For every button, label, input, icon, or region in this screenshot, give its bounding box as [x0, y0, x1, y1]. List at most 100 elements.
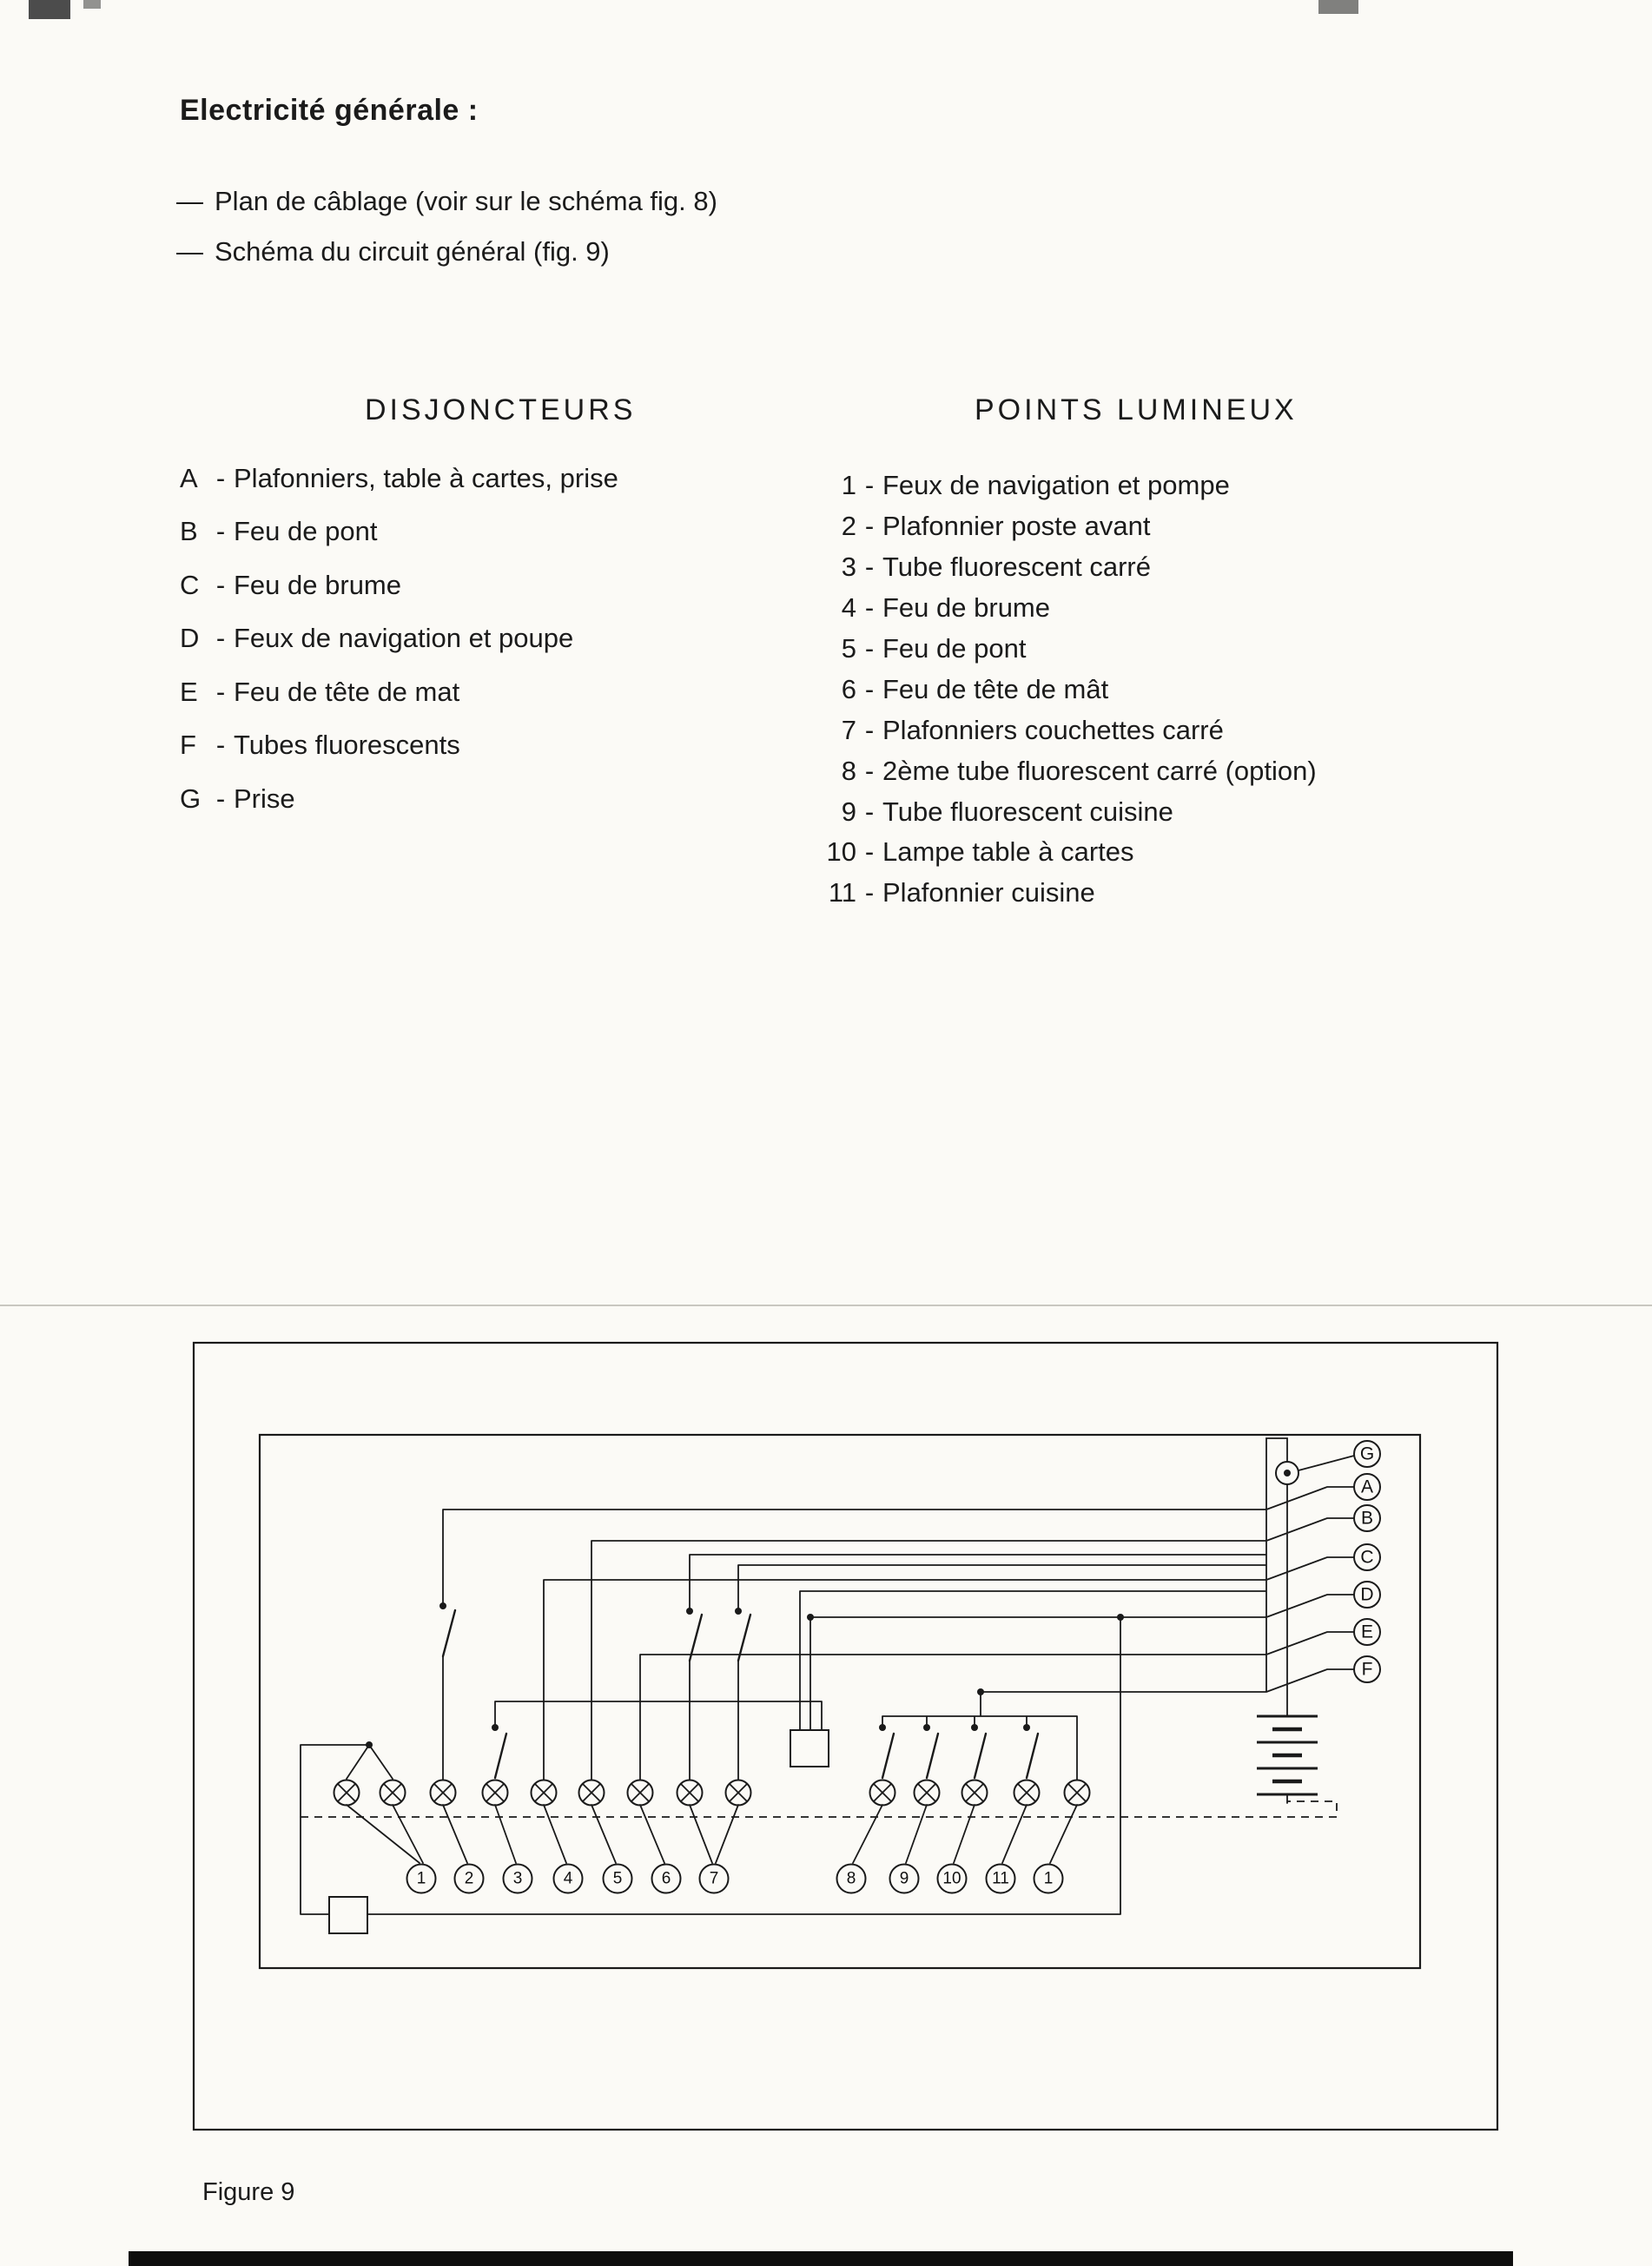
separator: - — [215, 462, 226, 493]
light-number-label: 10 — [936, 1863, 968, 1894]
light-point-key: 9 — [841, 796, 856, 827]
svg-text:C: C — [1360, 1548, 1373, 1568]
breaker-item: D-Feux de navigation et poupe — [180, 612, 805, 666]
separator: - — [864, 714, 875, 745]
lamp-icon — [530, 1779, 558, 1807]
meter-icon — [1275, 1461, 1299, 1485]
svg-text:D: D — [1360, 1585, 1373, 1605]
light-point-text: Plafonnier poste avant — [882, 511, 1151, 542]
light-number-label: 8 — [836, 1863, 867, 1894]
light-point-key: 1 — [841, 470, 856, 501]
light-point-key: 7 — [841, 714, 856, 745]
lamp-icon — [676, 1779, 704, 1807]
separator: - — [864, 511, 875, 542]
light-number-label: 4 — [552, 1863, 584, 1894]
svg-text:B: B — [1361, 1509, 1373, 1529]
breaker-label: C — [1353, 1543, 1381, 1571]
outer-frame — [192, 1341, 1499, 2131]
figure-caption: Figure 9 — [202, 2178, 295, 2206]
lamp-icon — [578, 1779, 605, 1807]
lamp-icon — [961, 1779, 988, 1807]
light-point-key: 2 — [841, 511, 856, 542]
bullet-item: — Schéma du circuit général (fig. 9) — [176, 236, 610, 268]
breaker-key: A — [180, 462, 198, 493]
separator: - — [864, 470, 875, 501]
lamp-icon — [333, 1779, 360, 1807]
light-point-item: 10-Lampe table à cartes — [815, 832, 1510, 873]
light-number-label: 11 — [985, 1863, 1016, 1894]
breaker-label-text: Prise — [234, 783, 295, 814]
separator: - — [215, 783, 226, 814]
breaker-label-text: Plafonniers, table à cartes, prise — [234, 462, 618, 493]
light-point-text: Feu de brume — [882, 592, 1050, 624]
bullet-dash: — — [176, 186, 203, 216]
junction-box — [790, 1729, 829, 1767]
separator: - — [215, 569, 226, 600]
bullet-text: Plan de câblage (voir sur le schéma fig.… — [215, 186, 717, 216]
light-point-text: Feux de navigation et pompe — [882, 470, 1230, 501]
breaker-key: F — [180, 730, 196, 761]
light-point-item: 5-Feu de pont — [815, 629, 1510, 670]
separator: - — [215, 730, 226, 761]
points-lumineux-heading: POINTS LUMINEUX — [975, 393, 1298, 426]
light-number-labels: 1 2 3 4 5 6 7 8 9 10 11 1 — [406, 1863, 1064, 1894]
breaker-label-text: Feux de navigation et poupe — [234, 623, 574, 654]
separator: - — [864, 755, 875, 786]
svg-text:8: 8 — [847, 1870, 856, 1888]
light-point-text: Feu de pont — [882, 633, 1027, 664]
breaker-label: B — [1353, 1504, 1381, 1532]
svg-text:6: 6 — [662, 1870, 671, 1888]
bullet-item: — Plan de câblage (voir sur le schéma fi… — [176, 186, 717, 217]
lamp-icon — [913, 1779, 941, 1807]
disjoncteurs-heading: DISJONCTEURS — [365, 393, 637, 426]
svg-text:7: 7 — [710, 1870, 719, 1888]
breaker-item: G-Prise — [180, 772, 805, 826]
lamp-icon — [379, 1779, 406, 1807]
light-point-text: 2ème tube fluorescent carré (option) — [882, 755, 1317, 786]
light-point-key: 8 — [841, 755, 856, 786]
lamp-icon — [869, 1779, 896, 1807]
scan-fold-line — [0, 1305, 1652, 1306]
breaker-item: E-Feu de tête de mat — [180, 665, 805, 719]
lamp-icon — [724, 1779, 752, 1807]
light-point-item: 7-Plafonniers couchettes carré — [815, 710, 1510, 750]
breaker-item: F-Tubes fluorescents — [180, 719, 805, 773]
svg-text:3: 3 — [513, 1870, 523, 1888]
svg-text:11: 11 — [992, 1870, 1009, 1888]
separator: - — [215, 516, 226, 547]
breaker-key: B — [180, 516, 198, 547]
separator: - — [215, 623, 226, 654]
light-number-label: 1 — [406, 1863, 437, 1894]
breaker-label-text: Feu de pont — [234, 516, 378, 547]
separator: - — [864, 877, 875, 908]
breaker-label: E — [1353, 1618, 1381, 1646]
svg-text:5: 5 — [613, 1870, 623, 1888]
svg-text:E: E — [1361, 1622, 1373, 1642]
inner-frame — [258, 1433, 1422, 1970]
light-point-item: 6-Feu de tête de mât — [815, 669, 1510, 710]
breaker-key: C — [180, 569, 200, 600]
light-point-text: Plafonnier cuisine — [882, 877, 1095, 908]
separator: - — [215, 676, 226, 707]
separator: - — [864, 836, 875, 868]
breaker-key: D — [180, 623, 200, 654]
light-number-label: 7 — [698, 1863, 730, 1894]
disjoncteurs-list: A-Plafonniers, table à cartes, prise B-F… — [180, 452, 805, 826]
light-point-item: 3-Tube fluorescent carré — [815, 547, 1510, 588]
bullet-text: Schéma du circuit général (fig. 9) — [215, 236, 610, 267]
switch-icon — [441, 1609, 1040, 1780]
circuit-wires — [300, 1437, 1355, 1915]
light-point-text: Tube fluorescent carré — [882, 552, 1152, 583]
separator: - — [864, 673, 875, 704]
svg-text:A: A — [1361, 1477, 1373, 1497]
light-number-label: 9 — [889, 1863, 920, 1894]
circuit-diagram: 1 2 3 4 5 6 7 8 9 10 11 1 G A B C D E F — [192, 1341, 1499, 2131]
light-point-item: 8-2ème tube fluorescent carré (option) — [815, 750, 1510, 791]
light-point-item: 4-Feu de brume — [815, 588, 1510, 629]
breaker-label-text: Feu de tête de mat — [234, 676, 460, 707]
svg-text:9: 9 — [900, 1870, 909, 1888]
light-number-label: 6 — [651, 1863, 682, 1894]
light-number-label: 2 — [453, 1863, 485, 1894]
lamp-icon — [429, 1779, 457, 1807]
pump-box — [328, 1896, 368, 1934]
